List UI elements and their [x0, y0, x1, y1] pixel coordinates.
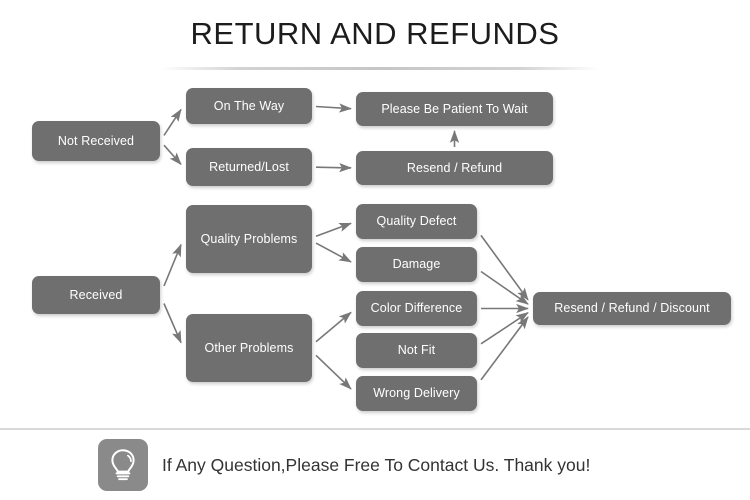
- node-wrong-delivery[interactable]: Wrong Delivery: [356, 376, 477, 411]
- edge-received-to-quality-problems: [163, 243, 182, 287]
- node-label: Other Problems: [204, 340, 294, 355]
- node-quality-problems[interactable]: Quality Problems: [186, 205, 312, 273]
- node-label: Wrong Delivery: [373, 386, 460, 400]
- edge-received-to-other-problems: [163, 303, 182, 344]
- node-resend-refund-discount[interactable]: Resend / Refund / Discount: [533, 292, 731, 325]
- node-label: Not Fit: [397, 343, 436, 357]
- node-label: On The Way: [213, 98, 285, 113]
- edge-not-fit-to-resend-refund-discount: [480, 312, 529, 345]
- title-divider: [160, 67, 600, 70]
- node-label: Quality Problems: [200, 231, 298, 246]
- edge-not-received-to-on-the-way: [163, 108, 182, 136]
- node-please-be-patient[interactable]: Please Be Patient To Wait: [356, 92, 553, 126]
- node-label: Color Difference: [370, 301, 463, 315]
- edge-not-received-to-returned-lost: [163, 144, 182, 166]
- node-returned-lost[interactable]: Returned/Lost: [186, 148, 312, 186]
- node-label: Damage: [392, 257, 441, 271]
- node-label: Resend / Refund: [406, 160, 503, 175]
- node-not-received[interactable]: Not Received: [32, 121, 160, 161]
- node-label: Returned/Lost: [209, 159, 289, 174]
- node-damage[interactable]: Damage: [356, 247, 477, 282]
- node-quality-defect[interactable]: Quality Defect: [356, 204, 477, 239]
- node-not-fit[interactable]: Not Fit: [356, 333, 477, 368]
- lightbulb-icon: [98, 439, 148, 491]
- node-label: Not Received: [57, 133, 135, 148]
- node-on-the-way[interactable]: On The Way: [186, 88, 312, 124]
- node-label: Quality Defect: [376, 214, 457, 228]
- edge-quality-problems-to-damage: [315, 242, 352, 263]
- edge-on-the-way-to-please-be-patient: [315, 103, 352, 113]
- node-other-problems[interactable]: Other Problems: [186, 314, 312, 382]
- edge-quality-problems-to-quality-defect: [315, 222, 352, 237]
- edge-wrong-delivery-to-resend-refund-discount: [480, 316, 529, 381]
- footer-divider: [0, 428, 750, 430]
- edge-quality-defect-to-resend-refund-discount: [480, 234, 529, 301]
- edge-other-problems-to-color-difference: [315, 311, 352, 343]
- edge-other-problems-to-wrong-delivery: [315, 354, 352, 390]
- footer-text: If Any Question,Please Free To Contact U…: [162, 454, 591, 475]
- edge-damage-to-resend-refund-discount: [480, 270, 529, 305]
- footer: If Any Question,Please Free To Contact U…: [98, 438, 698, 492]
- node-received[interactable]: Received: [32, 276, 160, 314]
- node-color-difference[interactable]: Color Difference: [356, 291, 477, 326]
- page-title: RETURN AND REFUNDS: [190, 16, 560, 51]
- edge-returned-lost-to-resend-refund: [315, 163, 352, 173]
- node-label: Received: [69, 287, 123, 302]
- node-label: Resend / Refund / Discount: [554, 301, 710, 315]
- node-resend-refund[interactable]: Resend / Refund: [356, 151, 553, 185]
- node-label: Please Be Patient To Wait: [381, 101, 528, 116]
